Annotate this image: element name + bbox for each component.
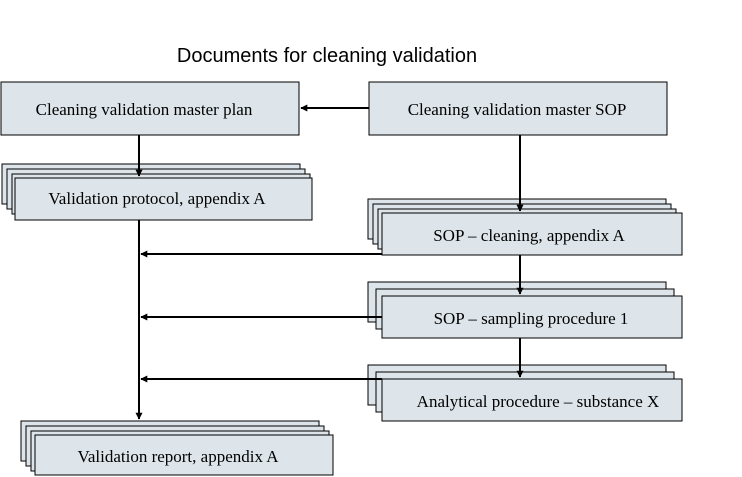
sop-cleaning-label: SOP – cleaning, appendix A <box>433 226 625 245</box>
analytical-procedure-label: Analytical procedure – substance X <box>417 392 660 411</box>
master-plan-node: Cleaning validation master plan <box>0 81 300 136</box>
master-sop-node: Cleaning validation master SOP <box>368 81 668 136</box>
analytical-procedure-node: Analytical procedure – substance X <box>367 364 683 422</box>
sop-cleaning-node: SOP – cleaning, appendix A <box>367 198 683 256</box>
validation-report-node: Validation report, appendix A <box>20 420 334 476</box>
sop-sampling-node: SOP – sampling procedure 1 <box>367 281 683 339</box>
sop-sampling-label: SOP – sampling procedure 1 <box>434 309 629 328</box>
diagram-title: Documents for cleaning validation <box>177 45 477 67</box>
validation-protocol-label: Validation protocol, appendix A <box>48 189 266 208</box>
master-sop-label: Cleaning validation master SOP <box>408 100 627 119</box>
validation-protocol-node: Validation protocol, appendix A <box>1 163 313 221</box>
master-plan-label: Cleaning validation master plan <box>36 100 253 119</box>
validation-report-label: Validation report, appendix A <box>77 447 279 466</box>
